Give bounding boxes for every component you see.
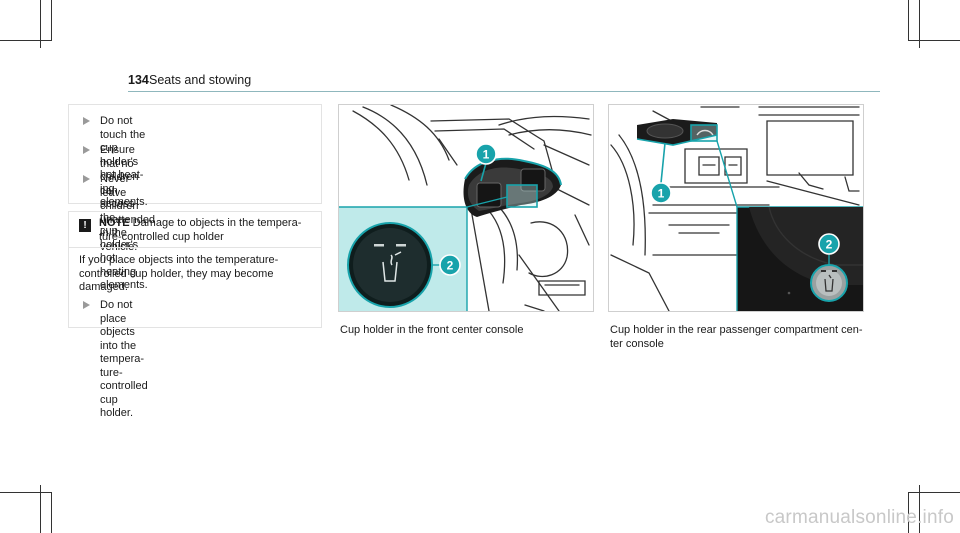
- figure-caption: Cup holder in the rear passenger compart…: [610, 324, 863, 350]
- crop-mark: [908, 492, 909, 533]
- crop-mark: [919, 0, 920, 48]
- note-body: If you place objects into the temperatur…: [79, 254, 279, 293]
- note-heading: NOTE Damage to objects in the tempera- t…: [99, 217, 317, 244]
- figure-caption: Cup holder in the front center console: [340, 324, 524, 336]
- note-heading-text: Damage to objects in the tempera- ture-c…: [99, 217, 302, 243]
- page-header: 134 Seats and stowing: [128, 70, 880, 92]
- figure-rear-console: 1 2: [608, 104, 864, 312]
- divider: [69, 247, 321, 248]
- callout-1: 1: [483, 148, 490, 162]
- figure-front-console: 1 2: [338, 104, 594, 312]
- bullet-arrow-icon: [83, 117, 90, 125]
- crop-mark: [51, 0, 52, 40]
- callout-1: 1: [658, 187, 665, 201]
- crop-mark: [0, 40, 52, 41]
- rear-console-illustration: 1 2: [610, 106, 863, 311]
- crop-mark: [51, 492, 52, 533]
- note-label: NOTE: [99, 217, 130, 229]
- note-box: ! NOTE Damage to objects in the tempera-…: [68, 211, 322, 419]
- crop-mark: [908, 492, 960, 493]
- bullet-text: Never leave children unattended in the v…: [100, 173, 156, 253]
- bullet-text: Do not place objects into the tempera- t…: [100, 299, 148, 419]
- crop-mark: [40, 0, 41, 48]
- bullet-text: Do not touch the cup holder's hot heat- …: [100, 115, 148, 208]
- cup-heat-icon: [824, 274, 834, 292]
- page-number: 134: [128, 73, 149, 87]
- warning-box: Do not touch the cup holder's hot heat- …: [68, 104, 322, 291]
- front-console-illustration: 1 2: [339, 105, 592, 311]
- bullet-arrow-icon: [83, 146, 90, 154]
- crop-mark: [0, 492, 52, 493]
- cup-heat-icon: [382, 251, 402, 282]
- exclamation-icon: !: [79, 219, 91, 232]
- crop-mark: [908, 40, 960, 41]
- watermark: carmanualsonline.info: [764, 507, 954, 528]
- callout-2: 2: [447, 259, 454, 273]
- section-title: Seats and stowing: [149, 73, 252, 87]
- crop-mark: [40, 485, 41, 533]
- crop-mark: [908, 0, 909, 40]
- callout-2: 2: [826, 238, 833, 252]
- bullet-arrow-icon: [83, 175, 90, 183]
- crop-mark: [919, 485, 920, 533]
- bullet-arrow-icon: [83, 301, 90, 309]
